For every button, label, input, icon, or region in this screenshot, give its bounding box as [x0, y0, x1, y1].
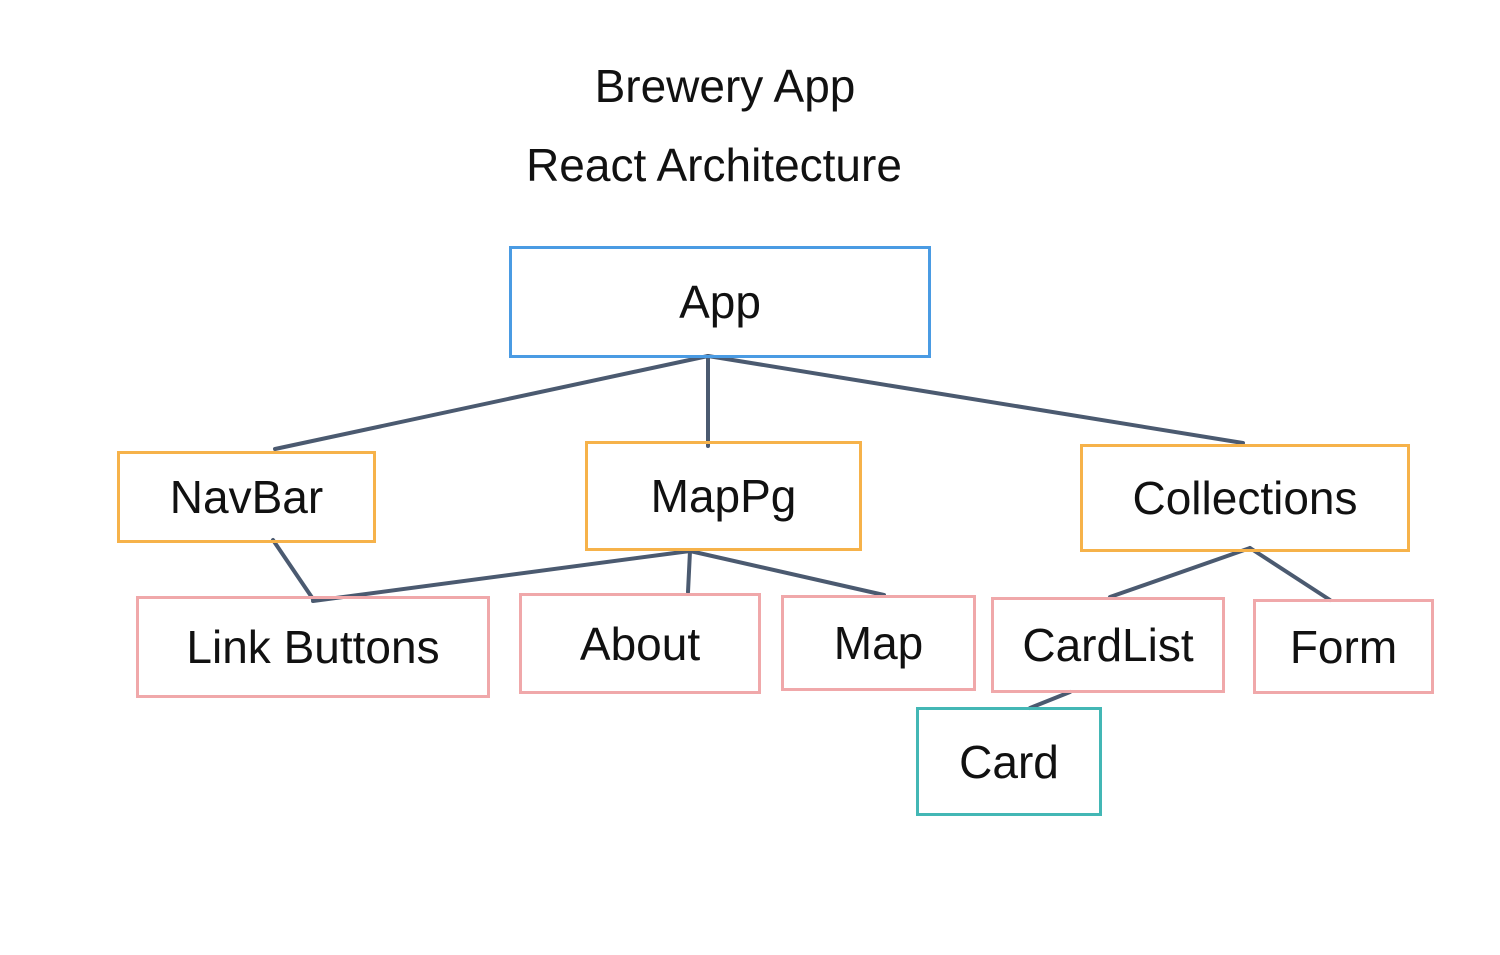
edge-cardlist-card	[1028, 690, 1072, 710]
node-about: About	[519, 593, 761, 694]
node-link-buttons: Link Buttons	[136, 596, 490, 698]
node-collections: Collections	[1080, 444, 1410, 552]
node-card-label: Card	[959, 735, 1059, 788]
node-navbar-label: NavBar	[169, 471, 324, 523]
node-form: Form	[1253, 599, 1434, 694]
diagram-title: Brewery App	[594, 60, 856, 112]
node-collections-label: Collections	[1132, 472, 1358, 524]
edge-navbar-linkbuttons	[271, 538, 315, 601]
edge-app-navbar	[273, 354, 710, 451]
node-mappg-label: MapPg	[650, 470, 797, 522]
node-link-buttons-label: Link Buttons	[186, 621, 440, 673]
node-navbar: NavBar	[117, 451, 376, 543]
edge-mappg-linkbuttons	[311, 549, 692, 603]
node-cardlist: CardList	[991, 597, 1225, 693]
node-form-label: Form	[1289, 620, 1398, 673]
edge-app-collections	[706, 354, 1245, 445]
node-card: Card	[916, 707, 1102, 816]
edge-mappg-map	[688, 549, 886, 597]
node-cardlist-label: CardList	[1022, 619, 1194, 671]
diagram-subtitle: React Architecture	[526, 139, 902, 191]
node-mappg: MapPg	[585, 441, 862, 551]
node-about-label: About	[579, 617, 701, 670]
node-app-label: App	[679, 276, 761, 328]
edge-mappg-about	[686, 549, 692, 594]
node-map-label: Map	[833, 617, 924, 669]
node-app: App	[509, 246, 931, 358]
edge-collections-form	[1248, 546, 1332, 602]
node-map: Map	[781, 595, 976, 691]
edge-collections-cardlist	[1108, 546, 1252, 599]
